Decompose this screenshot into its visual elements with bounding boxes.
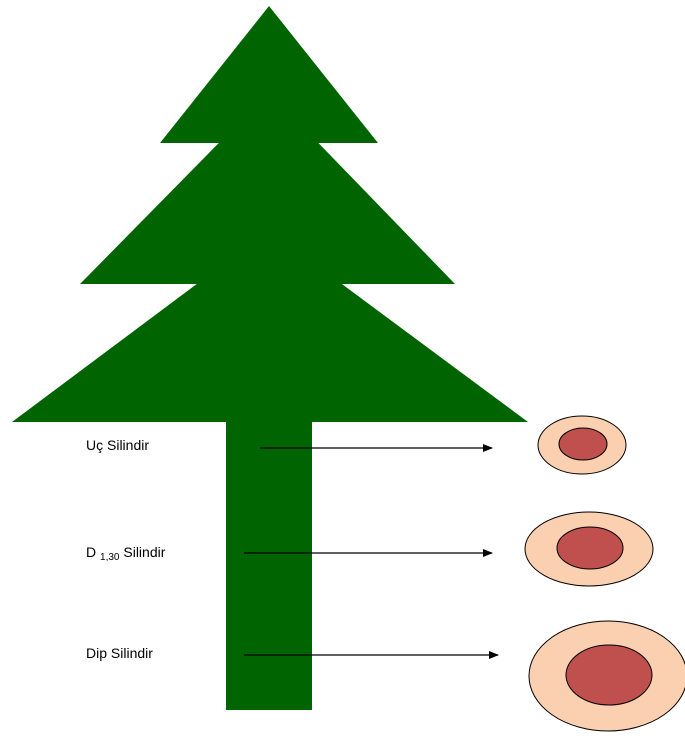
breast-height-cross-section [525,512,653,586]
tip-cross-section [538,416,626,474]
breast-label-rest: Silindir [123,544,165,560]
base-cylinder-label: Dip Silindir [86,645,153,661]
breast-label-subscript: 1,30 [100,552,120,563]
tree-trunk [226,420,312,710]
base-inner-core [566,645,652,705]
tree-top-tier [160,6,378,143]
breast-label-main: D [86,544,96,560]
breast-height-cylinder-label: D 1,30 Silindir [86,544,166,563]
tree [12,6,528,710]
breast-height-inner-core [557,527,623,569]
base-cross-section [529,621,685,731]
tip-cylinder-label: Uç Silindir [86,437,149,453]
tip-inner-core [559,428,607,460]
